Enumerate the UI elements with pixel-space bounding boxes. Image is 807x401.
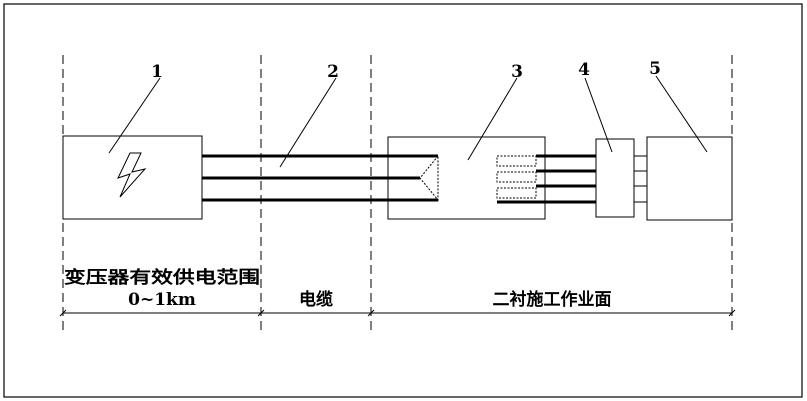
output-lines: [634, 155, 647, 203]
callout-1: 1: [151, 62, 163, 82]
leader-line-1: [108, 77, 161, 154]
dimension-tick-1: [59, 309, 67, 317]
terminal-block-2: [496, 171, 537, 183]
terminal-block-3: [496, 187, 537, 199]
dimension-ticks: [59, 309, 736, 317]
transformer-range-label: 变压器有效供电范围: [64, 267, 260, 288]
outer-frame: [3, 3, 803, 398]
dimension-tick-4: [728, 309, 736, 317]
terminal-block-1: [496, 155, 537, 167]
terminal-blocks: [496, 155, 537, 199]
cable-zone-label: 电缆: [299, 289, 333, 310]
callout-4: 4: [578, 60, 590, 80]
cable-connector: [419, 154, 439, 202]
transformer-box: [62, 135, 203, 220]
equipment-box: [646, 136, 733, 221]
lightning-bolt-icon: [117, 152, 147, 198]
leader-line-5: [655, 75, 708, 153]
switch-box: [595, 138, 635, 218]
distribution-box: [387, 136, 546, 220]
branch-cables: [497, 154, 596, 204]
leader-line-3: [467, 77, 518, 161]
main-cables: [202, 154, 438, 202]
callout-3: 3: [511, 62, 523, 82]
transformer-distance-label: 0~1km: [128, 290, 196, 310]
leader-line-4: [584, 77, 613, 153]
dimension-tick-3: [367, 309, 375, 317]
leader-line-2: [279, 77, 337, 168]
leader-lines: [108, 75, 708, 168]
work-face-label: 二衬施工作业面: [493, 289, 612, 310]
callout-2: 2: [327, 62, 339, 82]
dimension-tick-2: [257, 309, 265, 317]
guide-lines: [62, 55, 733, 332]
callout-5: 5: [649, 59, 661, 79]
